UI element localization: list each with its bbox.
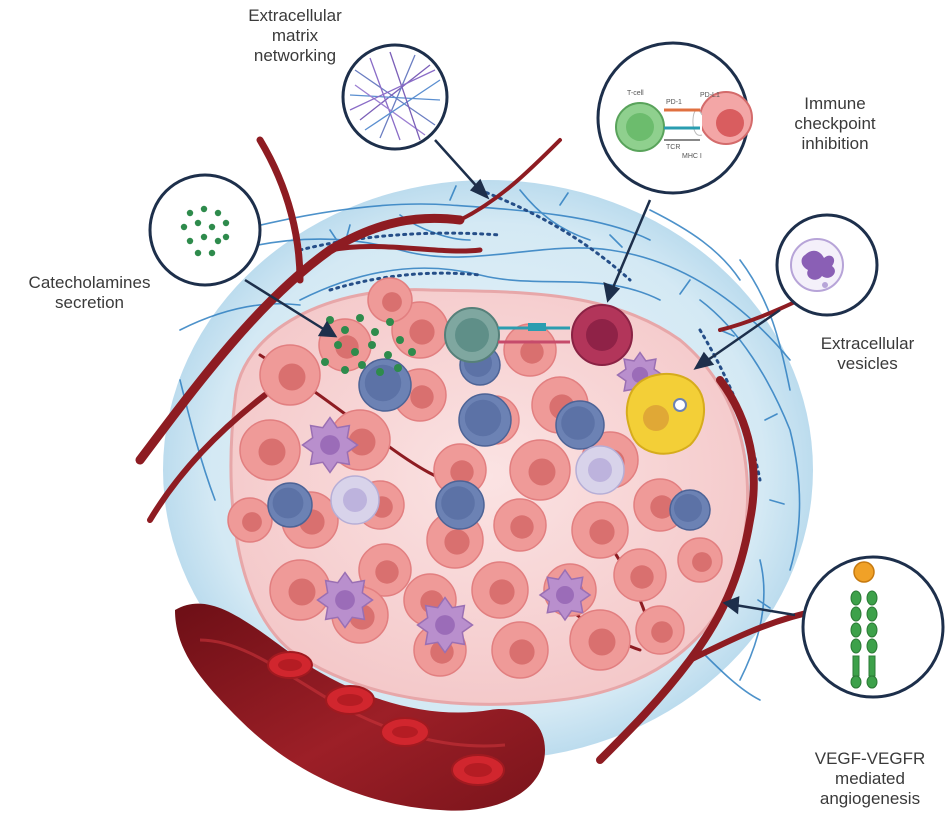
label-line: Immune [804,94,866,113]
inset-extracellular-vesicles [775,213,879,317]
tumor-cell-nucleus [630,565,654,589]
label-catecholamines-secretion: Catecholamines secretion [2,273,177,313]
catecholamine-inset-dot [186,237,194,245]
catecholamine-inset-dot [208,223,216,231]
catecholamine-inset-dot [200,205,208,213]
tumor-cell-nucleus [589,519,615,545]
catecholamine-inset-dot [194,249,202,257]
inset-catecholamines [148,173,262,287]
inset-vegf [801,555,945,699]
label-line: checkpoint [794,114,876,133]
red-blood-cells [267,651,505,786]
catecholamine-dot [394,364,402,372]
catecholamine-dot [341,326,349,334]
tumor-cell-nucleus [278,363,306,391]
catecholamine-dot [351,348,359,356]
label-line: Extracellular [820,334,915,353]
catecholamine-dot [408,348,416,356]
catecholamine-dot [396,336,404,344]
tumor-cell-nucleus [382,292,402,312]
tumor-cell-nucleus [242,512,262,532]
lymphocyte-nucleus [561,406,595,440]
lymphocyte-nucleus [674,494,702,522]
tumor-cell-nucleus [651,621,673,643]
label-vegf-vegfr-angiogenesis: VEGF-VEGFR mediated angiogenesis [800,749,940,809]
tumor-cell-nucleus [588,628,616,656]
label-line: mediated [835,769,905,788]
inset-pd1-label: PD-1 [666,99,682,106]
catecholamine-inset-dot [180,223,188,231]
tcell-tumor-interaction [444,304,633,366]
tumor-cell-nucleus [444,529,470,555]
inset-immune-checkpoint: T-cell PD-1 PD-L1 TCR MHC I [596,41,753,195]
catecholamine-inset-dot [222,219,230,227]
macrophage-nucleus [320,435,340,455]
tumor-cell-nucleus [520,340,544,364]
catecholamine-dot [384,351,392,359]
macrophage-nucleus [556,586,574,604]
catecholamine-inset-dot [186,209,194,217]
macrophage-nucleus [435,615,455,635]
label-extracellular-vesicles: Extracellular vesicles [800,334,935,374]
macrophage-nucleus [335,590,355,610]
label-line: angiogenesis [819,789,921,808]
catecholamine-dot [341,366,349,374]
lymphocyte-nucleus [364,364,402,402]
tumor-cell-nucleus [288,578,316,606]
label-line: VEGF-VEGFR [814,749,926,768]
inset-tcr-label: TCR [666,144,680,151]
catecholamine-dot [326,316,334,324]
label-line: secretion [55,293,124,312]
label-line: matrix [271,26,319,45]
catecholamine-inset-dot [194,219,202,227]
catecholamine-inset-dot [214,209,222,217]
label-line: inhibition [801,134,869,153]
tumor-cell-nucleus [528,458,556,486]
tumor-cell-nucleus [450,460,474,484]
catecholamine-dot [376,368,384,376]
catecholamine-inset-dot [200,233,208,241]
yellow-macrophage [625,372,706,455]
lymphocyte-nucleus [441,486,475,520]
tumor-cell-nucleus [375,560,399,584]
catecholamine-dot [368,341,376,349]
lymphocyte-nucleus [272,487,304,519]
catecholamine-molecules [321,314,416,376]
inset-pdl1-label: PD-L1 [700,92,720,99]
tumor-cell-nucleus [510,515,534,539]
pale-immune-cell-nucleus [588,458,612,482]
inset-mhc-label: MHC I [682,153,702,160]
label-extracellular-matrix-networking: Extracellular matrix networking [225,6,365,66]
catecholamine-dot [334,341,342,349]
inset-tcell-label: T-cell [627,90,644,97]
tumor-cell-population [227,277,723,679]
catecholamine-dot [371,328,379,336]
tumor-cell-nucleus [650,495,674,519]
label-line: Catecholamines [28,273,151,292]
tumor-cell-nucleus [489,579,515,605]
label-immune-checkpoint-inhibition: Immune checkpoint inhibition [770,94,900,154]
lymphocyte-nucleus [464,399,502,437]
label-line: networking [253,46,337,65]
inset-ecm [341,43,449,151]
tumor-cell-nucleus [509,639,535,665]
pointer-arrows [244,139,796,617]
catecholamine-dot [321,358,329,366]
tumor-cell-nucleus [692,552,712,572]
catecholamine-inset-dot [222,233,230,241]
tumor-cell-nucleus [348,428,376,456]
catecholamine-dot [356,314,364,322]
label-line: Extracellular [248,6,342,25]
tumor-cell-nucleus [258,438,286,466]
catecholamine-inset-dot [214,237,222,245]
tumor-cell-nucleus [410,385,434,409]
tumor-cell-nucleus [409,319,435,345]
catecholamine-dot [358,361,366,369]
catecholamine-dot [386,318,394,326]
catecholamine-inset-dot [208,249,216,257]
pale-immune-cell-nucleus [343,488,367,512]
label-line: vesicles [837,354,898,373]
